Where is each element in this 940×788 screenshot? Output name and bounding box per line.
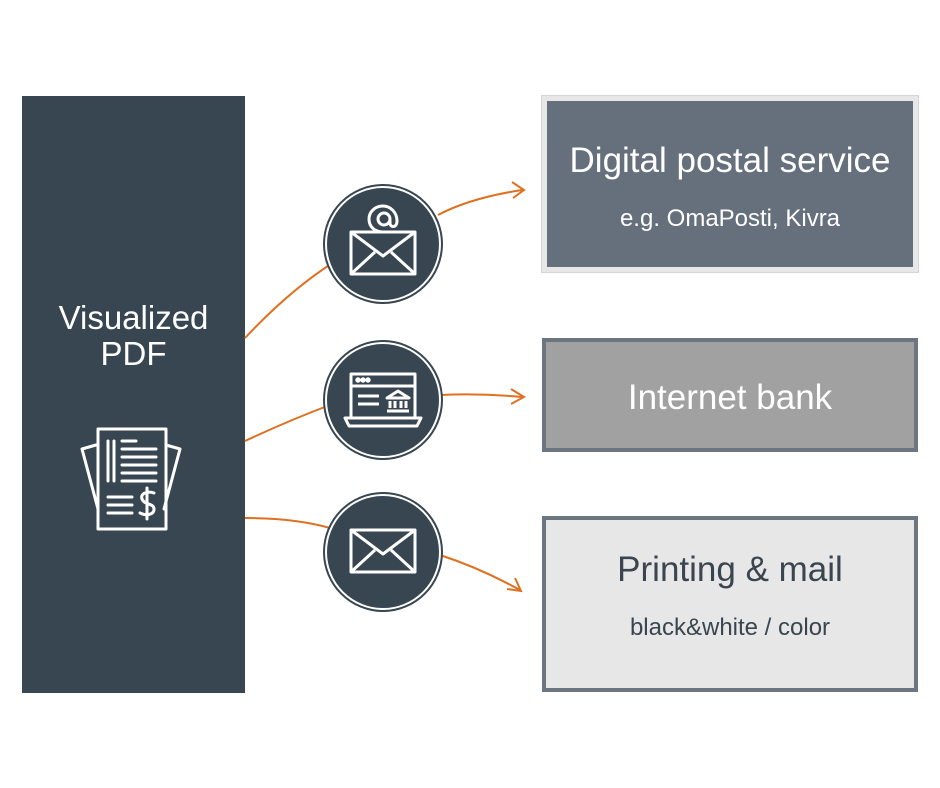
internet-bank-box: Internet bank xyxy=(542,338,918,452)
printing-mail-box: Printing & mail black&white / color xyxy=(542,516,918,692)
digital-postal-service-box: Digital postal service e.g. OmaPosti, Ki… xyxy=(541,95,919,273)
arrowhead-digital-postal xyxy=(511,181,526,199)
laptop-bank-icon xyxy=(343,372,423,428)
visualized-pdf-panel xyxy=(22,96,245,693)
invoice-document-icon xyxy=(80,427,182,531)
bank-channel-circle xyxy=(325,342,441,458)
arrow-to-digital-postal xyxy=(437,189,523,216)
mail-channel-circle xyxy=(325,494,441,610)
email-envelope-icon xyxy=(349,204,417,276)
arrow-to-printing-mail xyxy=(439,554,521,591)
connector-to-mail xyxy=(244,517,331,529)
digital-postal-subtitle: e.g. OmaPosti, Kivra xyxy=(619,205,841,232)
email-channel-circle xyxy=(325,186,441,302)
internet-bank-title: Internet bank xyxy=(627,378,833,417)
envelope-icon xyxy=(349,528,417,574)
source-title: Visualized PDF xyxy=(22,300,245,372)
source-title-line2: PDF xyxy=(100,335,167,372)
arrowhead-internet-bank xyxy=(510,388,527,405)
connector-to-email xyxy=(244,261,335,339)
connector-to-bank xyxy=(244,404,331,442)
arrowhead-printing-mail xyxy=(506,577,523,593)
digital-postal-title: Digital postal service xyxy=(569,141,891,180)
printing-mail-title: Printing & mail xyxy=(617,550,843,589)
arrow-to-internet-bank xyxy=(439,393,523,398)
printing-mail-subtitle: black&white / color xyxy=(629,614,831,641)
source-title-line1: Visualized xyxy=(58,299,209,336)
